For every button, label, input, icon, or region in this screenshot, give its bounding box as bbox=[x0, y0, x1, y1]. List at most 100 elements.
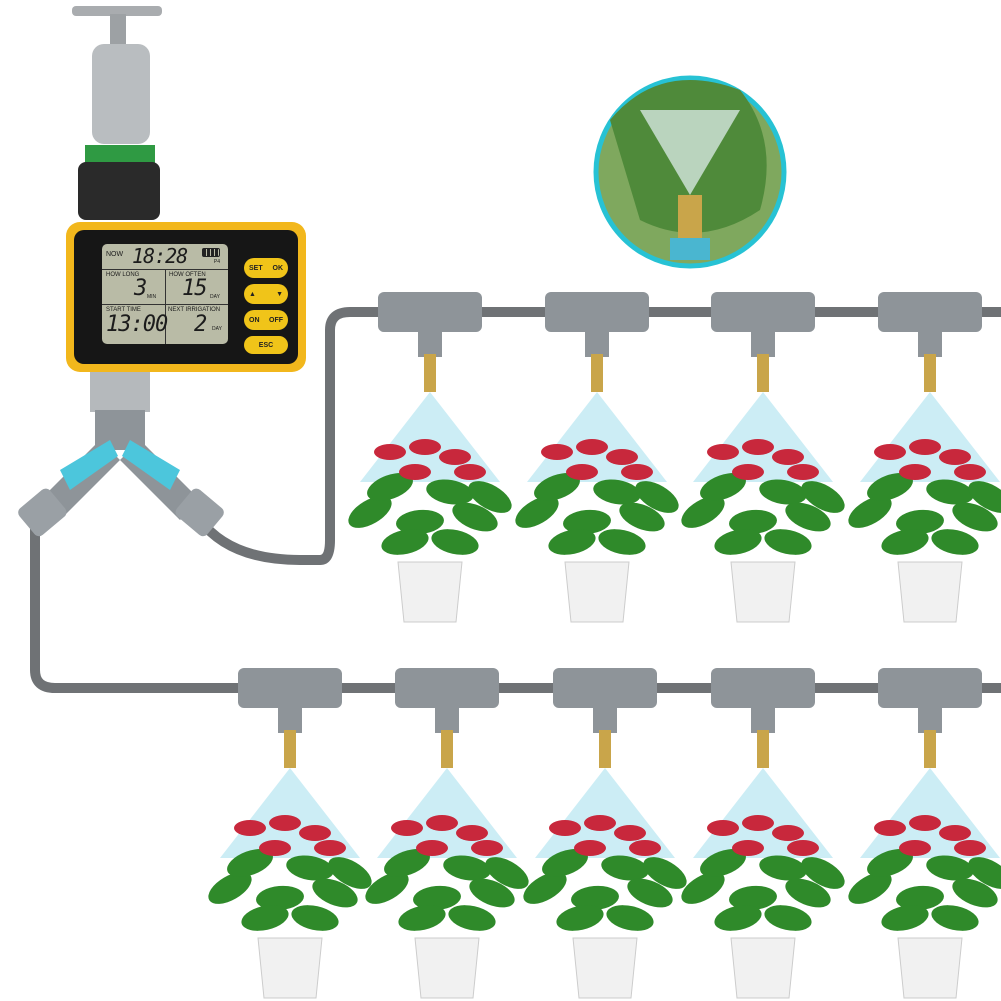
nozzle-icon bbox=[284, 730, 296, 768]
anthurium-flower bbox=[939, 825, 971, 841]
sprinkler-plant-unit bbox=[848, 668, 1001, 999]
leaf bbox=[227, 849, 273, 877]
leaf bbox=[931, 905, 979, 931]
sprinkler-plant-unit bbox=[681, 292, 845, 623]
leaf bbox=[542, 849, 588, 877]
flower-pot bbox=[414, 937, 480, 999]
anthurium-flower bbox=[707, 444, 739, 460]
anthurium-flower bbox=[584, 815, 616, 831]
sprinkler-plant-unit bbox=[365, 668, 529, 999]
leaf bbox=[556, 905, 604, 931]
anthurium-flower bbox=[909, 439, 941, 455]
leaf bbox=[867, 473, 913, 501]
next-irrigation-label: NEXT IRRIGATION bbox=[168, 307, 221, 313]
anthurium-flower bbox=[409, 439, 441, 455]
leaf bbox=[523, 872, 567, 904]
leaf bbox=[700, 473, 746, 501]
leaf bbox=[468, 481, 512, 513]
leaf bbox=[469, 878, 515, 908]
set-ok-button-group[interactable]: SET OK bbox=[244, 258, 288, 278]
anthurium-flower bbox=[416, 840, 448, 856]
leaf bbox=[534, 473, 580, 501]
leaf bbox=[714, 905, 762, 931]
leaf bbox=[931, 529, 979, 555]
y-splitter-valve bbox=[18, 372, 224, 537]
anthurium-flower bbox=[732, 464, 764, 480]
tee-fitting bbox=[545, 292, 649, 332]
leaf bbox=[867, 849, 913, 877]
leaf bbox=[365, 872, 409, 904]
anthurium-flower bbox=[787, 840, 819, 856]
anthurium-flower bbox=[541, 444, 573, 460]
sprinkler-plant-unit bbox=[348, 292, 512, 623]
flower-pot bbox=[572, 937, 638, 999]
leaf bbox=[448, 905, 496, 931]
leaf bbox=[384, 849, 430, 877]
on-button[interactable]: ON bbox=[249, 316, 260, 324]
leaf bbox=[396, 509, 444, 535]
leaf bbox=[785, 878, 831, 908]
anthurium-flower bbox=[874, 444, 906, 460]
leaf bbox=[381, 529, 429, 555]
anthurium-flower bbox=[621, 464, 653, 480]
anthurium-flower bbox=[439, 449, 471, 465]
anthurium-flower bbox=[954, 464, 986, 480]
leaf bbox=[598, 529, 646, 555]
leaf bbox=[452, 502, 498, 532]
leaf bbox=[426, 479, 474, 505]
leaf bbox=[413, 885, 461, 911]
ok-button[interactable]: OK bbox=[272, 264, 284, 272]
leaf bbox=[759, 479, 807, 505]
leaf bbox=[627, 878, 673, 908]
timer-faceplate: NOW 18:28 P4 HOW LONG 3 MIN HOW OFTEN 15… bbox=[74, 230, 298, 364]
sprinkler-plant-unit bbox=[208, 668, 372, 999]
leaf bbox=[563, 509, 611, 535]
leaf bbox=[286, 855, 334, 881]
leaf bbox=[764, 905, 812, 931]
down-button[interactable]: ▼ bbox=[276, 290, 283, 298]
leaf bbox=[881, 905, 929, 931]
leaf bbox=[729, 509, 777, 535]
leaf bbox=[801, 481, 845, 513]
sprinkler-plant-unit bbox=[515, 292, 679, 623]
anthurium-flower bbox=[576, 439, 608, 455]
esc-button[interactable]: ESC bbox=[244, 336, 288, 354]
anthurium-flower bbox=[269, 815, 301, 831]
tee-fitting bbox=[553, 668, 657, 708]
leaf bbox=[619, 502, 665, 532]
anthurium-flower bbox=[471, 840, 503, 856]
sprinkler-plant-unit bbox=[681, 668, 845, 999]
flower-pot bbox=[564, 561, 630, 623]
arrow-button-group[interactable]: ▲ ▼ bbox=[244, 284, 288, 304]
leaf bbox=[881, 529, 929, 555]
off-button[interactable]: OFF bbox=[269, 316, 283, 324]
anthurium-flower bbox=[299, 825, 331, 841]
leaf bbox=[312, 878, 358, 908]
leaf bbox=[926, 479, 974, 505]
set-button[interactable]: SET bbox=[249, 264, 263, 272]
leaf bbox=[759, 855, 807, 881]
up-button[interactable]: ▲ bbox=[249, 290, 256, 298]
on-off-button-group[interactable]: ON OFF bbox=[244, 310, 288, 330]
nozzle-icon bbox=[424, 354, 436, 392]
how-often-label: HOW OFTEN bbox=[169, 272, 206, 278]
anthurium-flower bbox=[426, 815, 458, 831]
leaf bbox=[208, 872, 252, 904]
leaf bbox=[643, 857, 687, 889]
flower-pot bbox=[257, 937, 323, 999]
sprinkler-plant-unit bbox=[523, 668, 687, 999]
tee-fitting bbox=[711, 668, 815, 708]
esc-label[interactable]: ESC bbox=[258, 341, 274, 349]
anthurium-flower bbox=[566, 464, 598, 480]
lcd-display: NOW 18:28 P4 HOW LONG 3 MIN HOW OFTEN 15… bbox=[102, 244, 228, 344]
leaf bbox=[593, 479, 641, 505]
flower-pot bbox=[897, 937, 963, 999]
start-time-label: START TIME bbox=[106, 307, 141, 313]
leaf bbox=[714, 529, 762, 555]
leaf bbox=[681, 872, 725, 904]
leaf bbox=[785, 502, 831, 532]
program-label: P4 bbox=[213, 259, 220, 265]
flower-pot bbox=[730, 937, 796, 999]
